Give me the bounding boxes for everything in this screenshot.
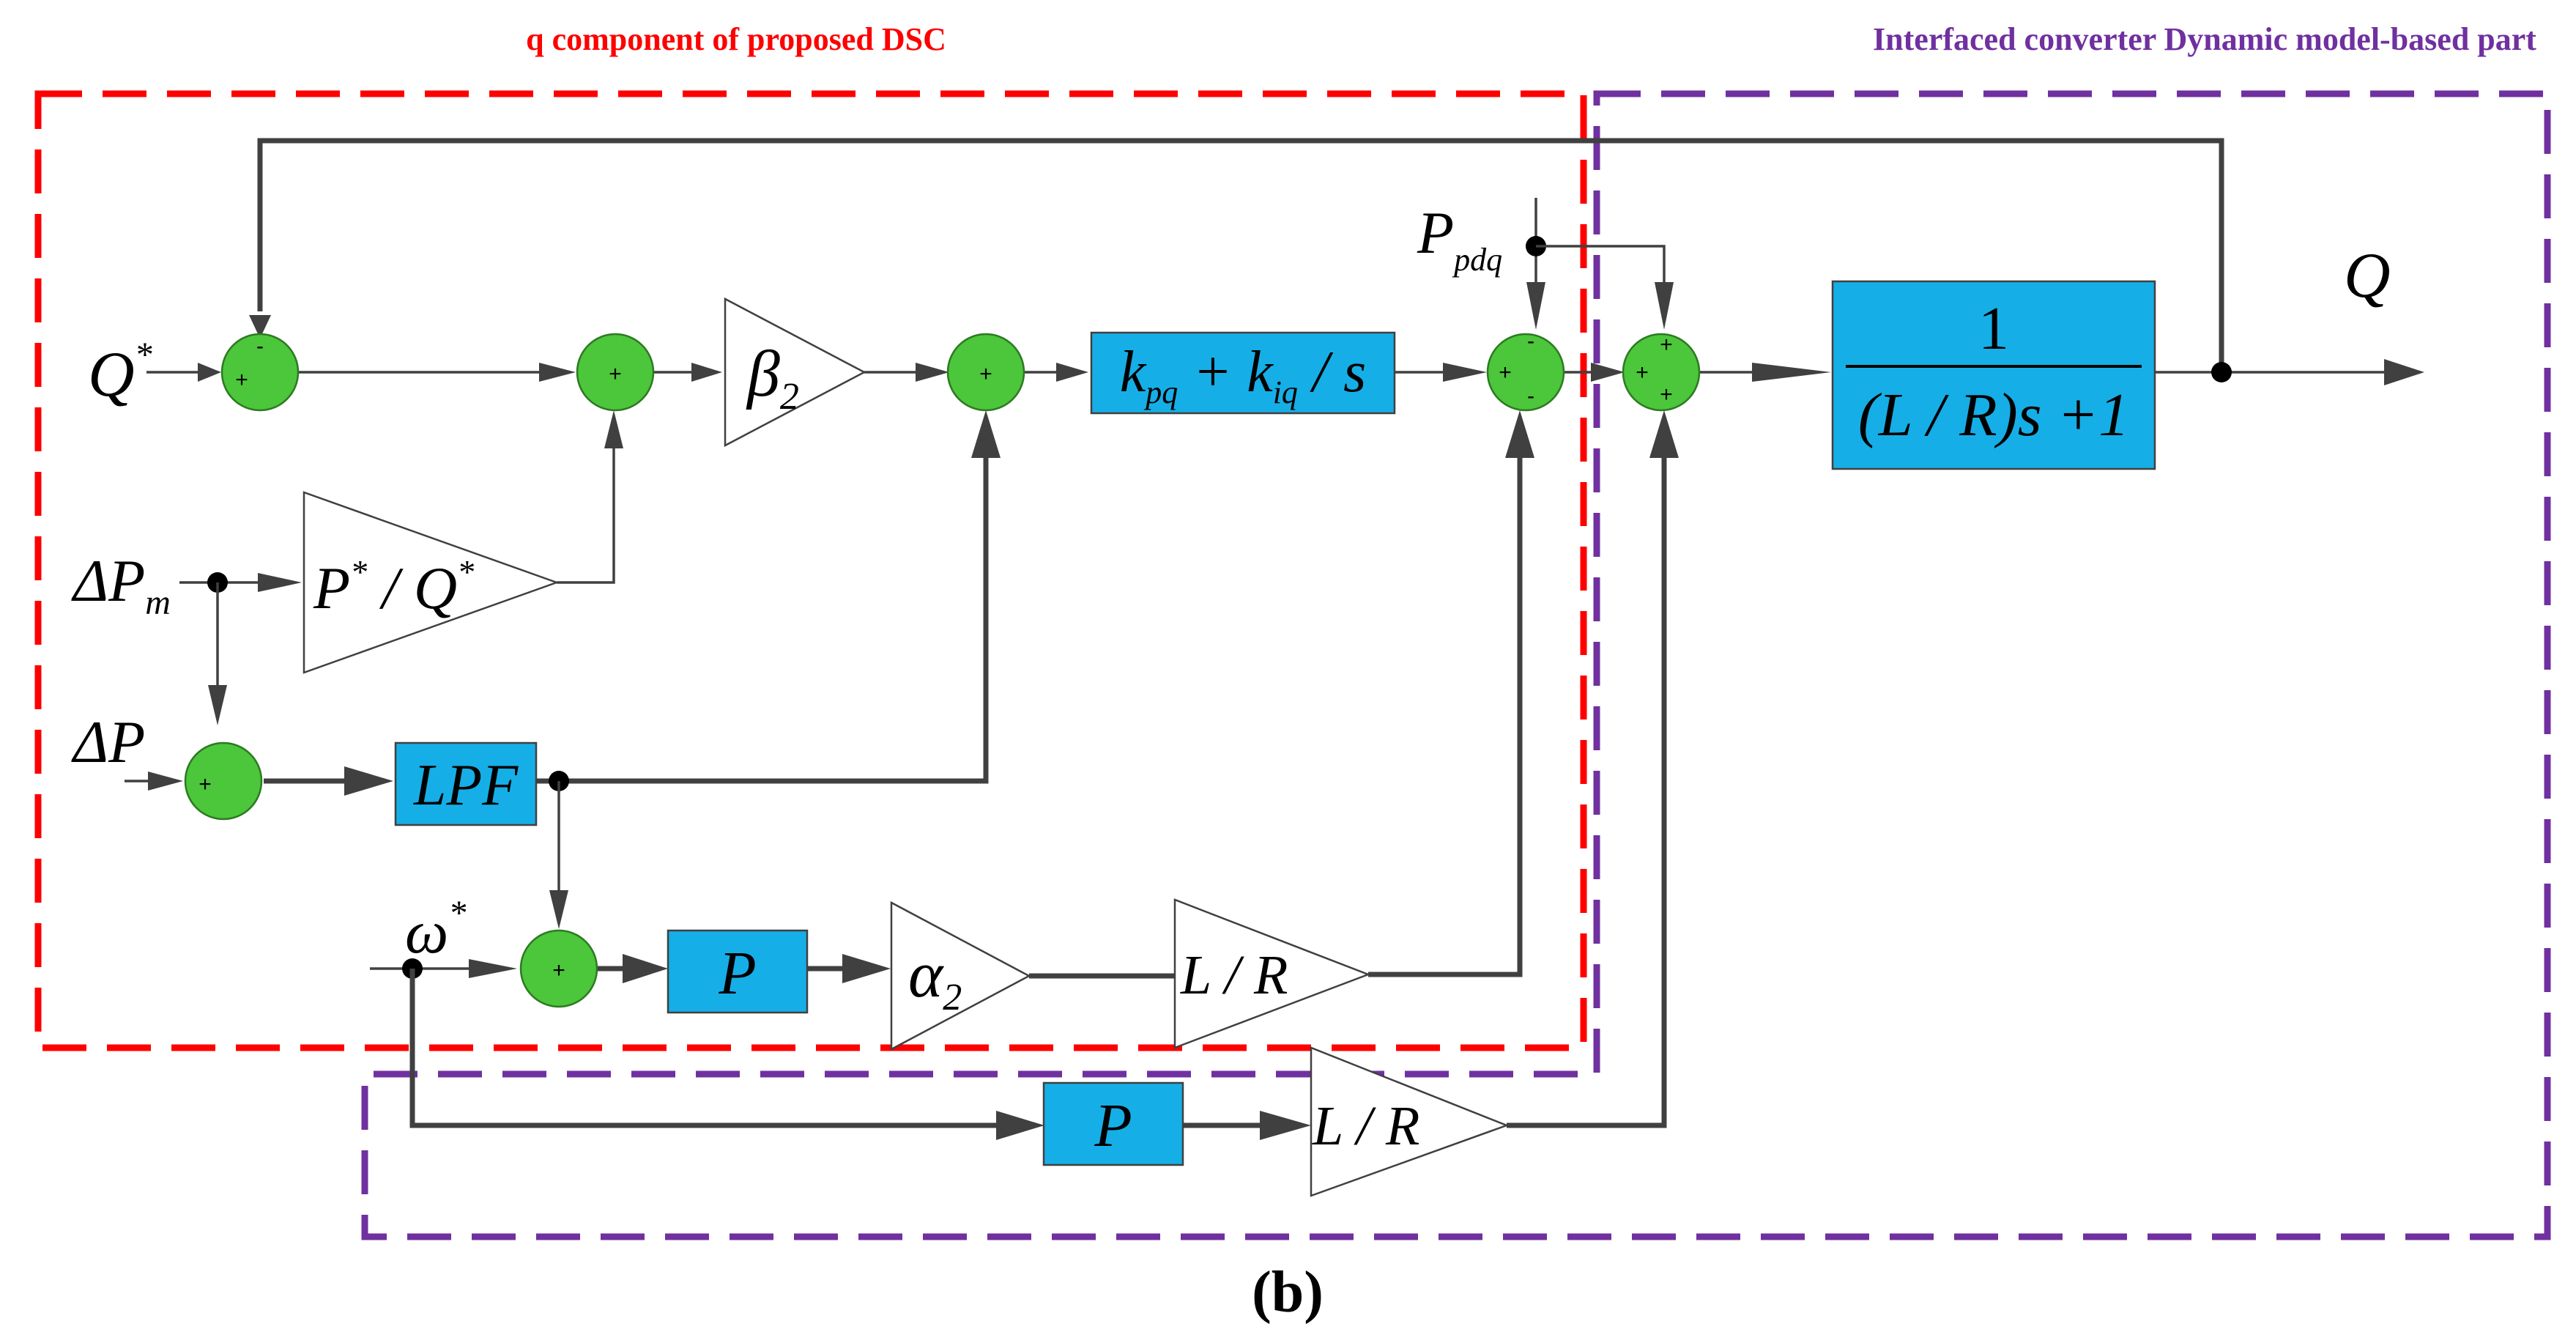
- plant-transfer-function-block: 1 (L / R)s +1: [1831, 280, 2156, 470]
- svg-text:+: +: [1660, 333, 1673, 357]
- dsc-region-label: q component of proposed DSC: [526, 21, 946, 57]
- svg-text:+: +: [609, 362, 622, 386]
- lpf-block: LPF: [394, 741, 538, 826]
- pi-controller-block: kpq + kiq / s: [1090, 331, 1396, 415]
- svg-text:+: +: [1499, 360, 1512, 385]
- summing-junction-ratio: +: [576, 333, 655, 412]
- summing-junction-pi-input: +: [946, 333, 1025, 412]
- label-omega-reference: ω*: [405, 894, 466, 966]
- svg-text:P* / Q*: P* / Q*: [313, 553, 474, 621]
- gain-p-over-q: P* / Q*: [302, 491, 560, 674]
- svg-text:α2: α2: [908, 939, 962, 1018]
- svg-text:1: 1: [1978, 295, 2009, 363]
- svg-text:+: +: [552, 958, 565, 983]
- gain-alpha2: α2: [890, 900, 1031, 1051]
- gain-l-over-r-upper: L / R: [1173, 898, 1371, 1049]
- svg-text:kpq + kiq / s: kpq + kiq / s: [1120, 340, 1367, 410]
- svg-text:L / R: L / R: [1312, 1095, 1419, 1157]
- dsc-region-box: [34, 90, 1587, 1051]
- label-delta-p: ΔP: [71, 708, 145, 775]
- svg-text:-: -: [1527, 329, 1534, 353]
- label-q-reference: Q*: [88, 336, 152, 410]
- converter-region-box: [361, 90, 2551, 1240]
- svg-text:+: +: [979, 362, 992, 386]
- label-p-pdq: Ppdq: [1417, 199, 1502, 278]
- summing-junction-controller-output: - + -: [1486, 329, 1565, 412]
- summing-junction-omega: +: [519, 929, 598, 1008]
- label-q-output: Q: [2344, 240, 2391, 311]
- svg-text:P: P: [718, 939, 756, 1007]
- svg-text:β2: β2: [746, 338, 799, 418]
- figure-caption: (b): [1252, 1260, 1324, 1325]
- p-block-lower: P: [1042, 1081, 1184, 1166]
- summing-junction-converter: + + +: [1622, 333, 1701, 412]
- p-block-upper: P: [667, 929, 809, 1014]
- svg-text:+: +: [235, 368, 248, 392]
- svg-text:+: +: [198, 772, 212, 796]
- svg-text:LPF: LPF: [413, 753, 519, 818]
- summing-junction-power: +: [184, 741, 263, 821]
- svg-text:L / R: L / R: [1180, 944, 1288, 1006]
- summing-junction-q-error: - +: [220, 333, 300, 412]
- signal-wires: [125, 138, 2424, 1140]
- gain-l-over-r-lower: L / R: [1310, 1046, 1510, 1197]
- svg-text:(L / R)s +1: (L / R)s +1: [1858, 381, 2129, 449]
- svg-text:+: +: [1660, 382, 1673, 407]
- label-delta-pm: ΔPm: [71, 547, 171, 622]
- svg-text:-: -: [1527, 384, 1534, 408]
- gain-beta2: β2: [724, 297, 866, 448]
- svg-text:-: -: [256, 334, 264, 358]
- svg-text:P: P: [1094, 1092, 1132, 1160]
- svg-text:+: +: [1636, 360, 1649, 385]
- converter-region-label: Interfaced converter Dynamic model-based…: [1873, 21, 2536, 57]
